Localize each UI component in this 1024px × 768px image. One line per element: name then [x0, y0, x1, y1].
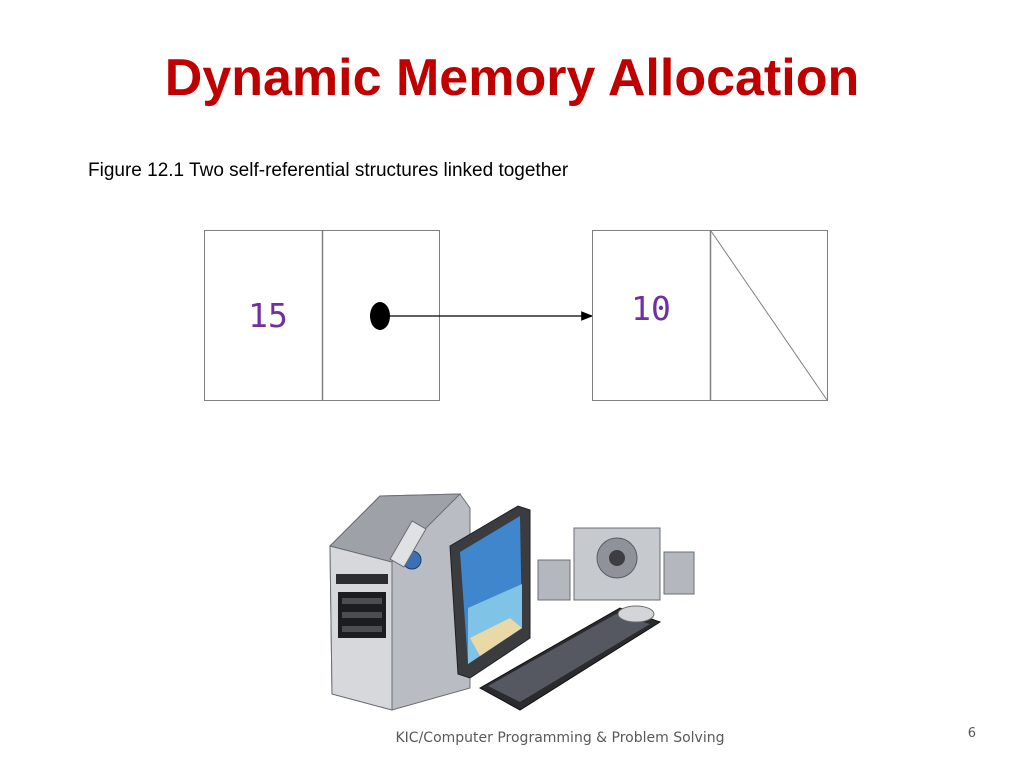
desktop-computer-icon — [329, 493, 695, 711]
node-2: 10 — [592, 230, 828, 401]
null-pointer-slash — [710, 230, 828, 401]
node-1-pointer-dot — [370, 302, 390, 330]
node-1: 15 — [204, 230, 440, 401]
slide-footer: KIC/Computer Programming & Problem Solvi… — [395, 730, 725, 746]
figure-caption: Figure 12.1 Two self-referential structu… — [88, 160, 569, 181]
page-number: 6 — [967, 726, 976, 741]
node-1-value: 15 — [248, 296, 288, 335]
node-2-value: 10 — [631, 289, 671, 328]
slide-title: Dynamic Memory Allocation — [164, 49, 860, 107]
